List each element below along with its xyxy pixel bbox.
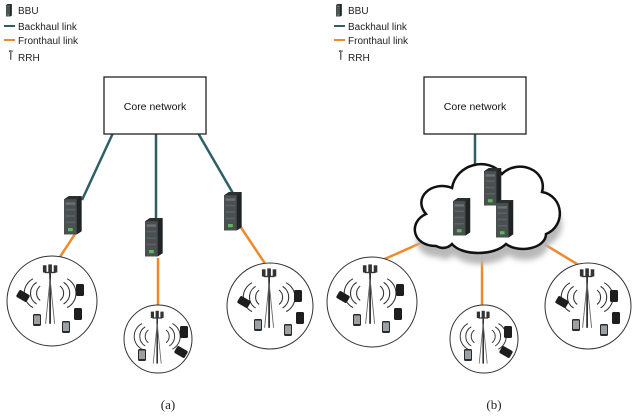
panel-b-caption: (b) [486, 397, 501, 412]
legend-backhaul-label: Backhaul link [18, 22, 78, 33]
core-network-label: Core network [444, 101, 507, 113]
smartphone-icon [33, 314, 41, 326]
bbu-icon [453, 198, 471, 236]
smartphone-icon [504, 326, 512, 338]
smartphone-icon [394, 308, 402, 320]
bbu-legend-icon [6, 4, 12, 17]
legend-bbu-label: BBU [348, 6, 369, 17]
smartphone-icon [138, 349, 146, 361]
legend-rrh-label: RRH [18, 53, 40, 64]
smartphone-icon [612, 312, 620, 324]
smartphone-icon [74, 308, 82, 320]
smartphone-icon [294, 290, 302, 302]
panel-b: Core network (b) [326, 76, 632, 412]
legend-b: BBU Backhaul link Fronthaul link RRH [334, 4, 409, 64]
legend-fronthaul-label: Fronthaul link [348, 36, 409, 47]
core-network-box [423, 76, 527, 135]
smartphone-icon [464, 349, 472, 361]
core-network-label: Core network [124, 101, 187, 113]
bbu-icon [64, 196, 82, 235]
core-network-box [103, 76, 207, 135]
fronthaul-link [238, 225, 270, 269]
legend-a: BBU Backhaul link Fronthaul link RRH [4, 4, 79, 64]
rrh-legend-icon [339, 50, 343, 60]
smartphone-icon [610, 290, 618, 302]
bbu-icon [484, 168, 502, 206]
smartphone-icon [396, 284, 404, 296]
smartphone-icon [76, 284, 84, 296]
smartphone-icon [600, 324, 608, 336]
legend-bbu-label: BBU [18, 6, 39, 17]
legend-backhaul-label: Backhaul link [348, 22, 408, 33]
backhaul-link [80, 132, 115, 201]
smartphone-icon [353, 314, 361, 326]
bbu-legend-icon [336, 4, 342, 17]
smartphone-icon [180, 326, 188, 338]
cloud-icon [413, 163, 562, 264]
bbu-icon [145, 218, 163, 257]
smartphone-icon [296, 312, 304, 324]
smartphone-icon [572, 319, 580, 331]
legend-fronthaul-label: Fronthaul link [18, 36, 79, 47]
smartphone-icon [382, 321, 390, 333]
bbu-icon [496, 200, 514, 238]
panel-a-caption: (a) [161, 397, 175, 412]
smartphone-icon [254, 319, 262, 331]
bbu-icon [224, 192, 242, 231]
smartphone-icon [62, 321, 70, 333]
backhaul-link [196, 132, 236, 196]
smartphone-icon [284, 324, 292, 336]
legend-rrh-label: RRH [348, 53, 370, 64]
panel-a: Core network (a) [6, 76, 314, 412]
rrh-legend-icon [9, 50, 13, 60]
